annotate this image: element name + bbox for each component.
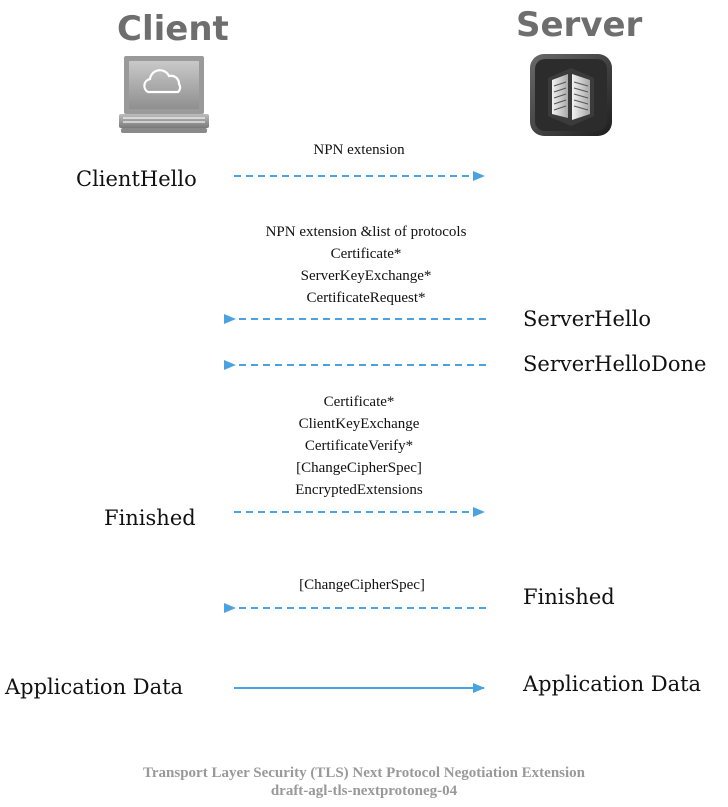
client-finished-message: Certificate* ClientKeyExchange Certifica… (234, 391, 484, 501)
server-finished-label: Finished (523, 585, 615, 609)
server-heading: Server (516, 5, 643, 45)
server-hello-done-label: ServerHelloDone (523, 352, 707, 376)
server-rack-icon (530, 54, 612, 136)
message-line: NPN extension (313, 142, 405, 158)
footer-title: Transport Layer Security (TLS) Next Prot… (142, 765, 586, 781)
client-heading: Client (117, 9, 229, 49)
server-finished-message: [ChangeCipherSpec] (234, 574, 490, 596)
message-line: Certificate* (330, 246, 402, 262)
client-application-data-label: Application Data (5, 675, 184, 699)
footer-caption: Transport Layer Security (TLS) Next Prot… (0, 764, 728, 800)
server-hello-label: ServerHello (523, 307, 651, 331)
message-line: CertificateRequest* (306, 290, 426, 306)
laptop-cloud-icon (119, 56, 209, 133)
footer-draft-name: draft-agl-tls-nextprotoneg-04 (270, 783, 458, 799)
message-line: Certificate* (323, 394, 395, 410)
message-line: CertificateVerify* (304, 438, 414, 454)
server-hello-message: NPN extension &list of protocols Certifi… (234, 221, 498, 309)
message-line: EncryptedExtensions (295, 482, 423, 498)
message-line: NPN extension &list of protocols (265, 224, 467, 240)
message-line: [ChangeCipherSpec] (296, 460, 422, 476)
message-line: [ChangeCipherSpec] (299, 577, 425, 593)
message-line: ServerKeyExchange* (300, 268, 432, 284)
client-finished-label: Finished (104, 506, 196, 530)
server-application-data-label: Application Data (523, 672, 702, 696)
client-hello-label: ClientHello (76, 167, 197, 191)
message-line: ClientKeyExchange (298, 416, 420, 432)
client-hello-message: NPN extension (234, 139, 484, 161)
